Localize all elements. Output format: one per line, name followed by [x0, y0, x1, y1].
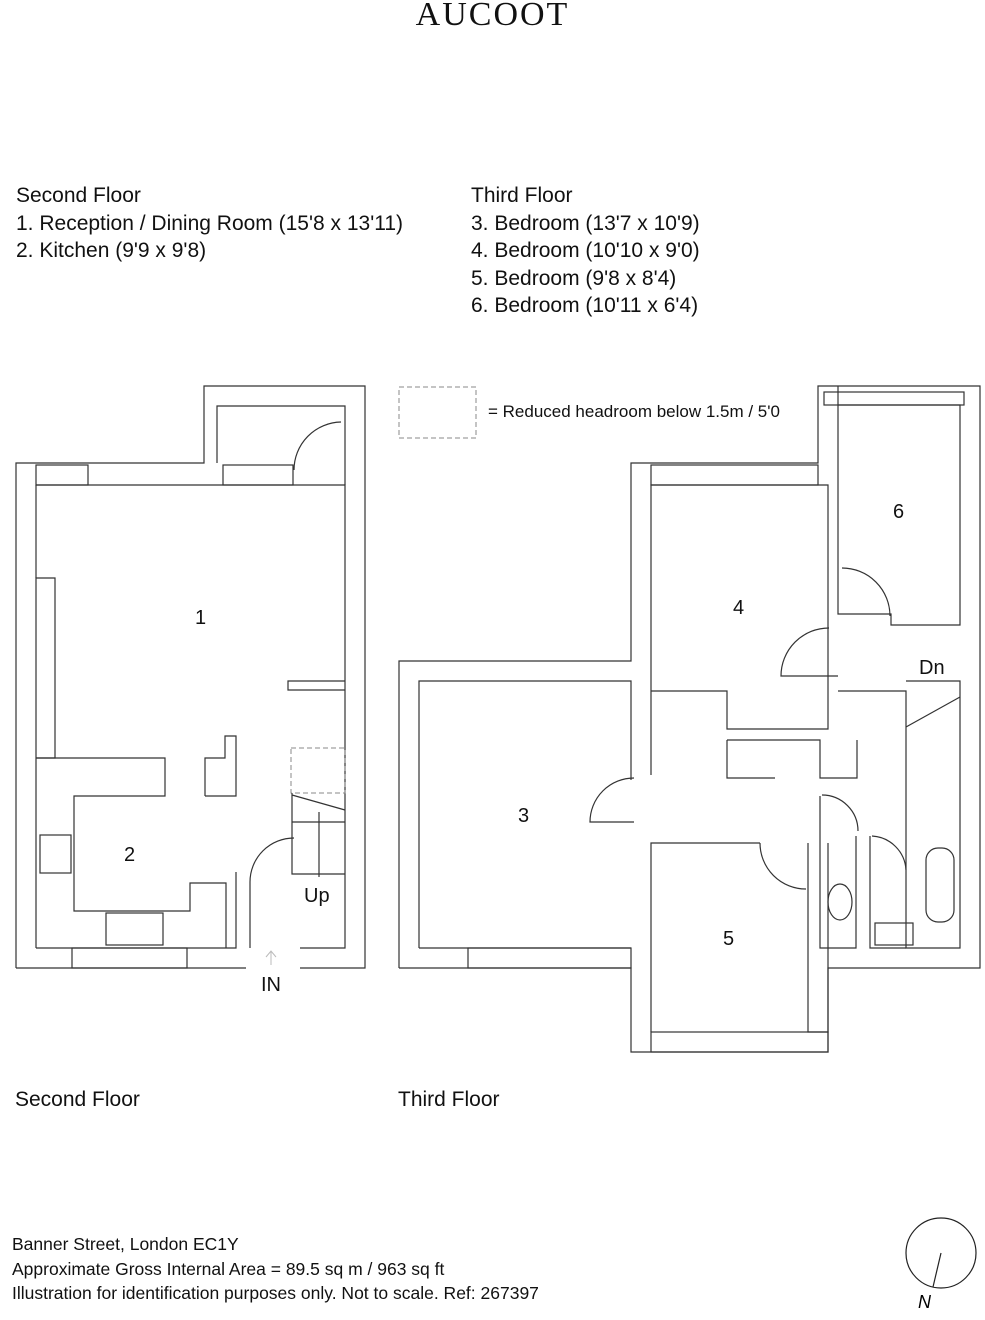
address: Banner Street, London EC1Y: [12, 1234, 239, 1254]
footer: Banner Street, London EC1Y Approximate G…: [12, 1232, 539, 1306]
second-floor-caption: Second Floor: [15, 1088, 140, 1111]
third-floor-schedule: Third Floor 3. Bedroom (13'7 x 10'9) 4. …: [471, 182, 700, 320]
schedule-heading: Second Floor: [16, 184, 141, 207]
room-label-5: 5: [723, 928, 734, 950]
entrance-label: IN: [261, 974, 281, 996]
north-label: N: [918, 1292, 932, 1312]
toilet-icon: [827, 883, 853, 921]
schedule-room: 6. Bedroom (10'11 x 6'4): [471, 294, 699, 317]
schedule-room: 5. Bedroom (9'8 x 8'4): [471, 266, 677, 290]
schedule-room: 2. Kitchen (9'9 x 9'8): [16, 239, 207, 262]
stairs-down-label: Dn: [919, 657, 945, 679]
disclaimer: Illustration for identification purposes…: [12, 1283, 539, 1303]
hob-icon: [39, 834, 72, 874]
schedule-heading: Third Floor: [471, 184, 573, 207]
room-label-4: 4: [733, 597, 744, 619]
third-floor-caption: Third Floor: [398, 1088, 500, 1111]
gross-area: Approximate Gross Internal Area = 89.5 s…: [12, 1258, 445, 1279]
entrance-arrow-icon: [265, 950, 277, 965]
room-label-1: 1: [195, 607, 206, 629]
north-compass: N: [905, 1217, 977, 1312]
basin-icon: [874, 922, 914, 946]
reduced-headroom-key-swatch: [398, 386, 477, 439]
bath-icon: [925, 847, 955, 923]
brand-logo: AUCOOT: [415, 0, 570, 33]
stairs-up-label: Up: [304, 885, 330, 907]
schedule-room: 4. Bedroom (10'10 x 9'0): [471, 239, 700, 262]
second-floor-plan: 1 2 Up IN: [15, 385, 366, 996]
room-label-2: 2: [124, 844, 135, 866]
sink-icon: [105, 912, 164, 946]
reduced-headroom-key-label: = Reduced headroom below 1.5m / 5'0: [488, 402, 780, 421]
room-label-6: 6: [893, 501, 904, 523]
compass-icon: [905, 1217, 977, 1289]
schedule-room: 1. Reception / Dining Room (15'8 x 13'11…: [16, 211, 404, 235]
schedule-room: 3. Bedroom (13'7 x 10'9): [471, 211, 700, 235]
second-floor-schedule: Second Floor 1. Reception / Dining Room …: [16, 182, 403, 265]
room-label-3: 3: [518, 805, 529, 827]
third-floor-plan: 6 4 3 5 Dn: [398, 385, 981, 1053]
